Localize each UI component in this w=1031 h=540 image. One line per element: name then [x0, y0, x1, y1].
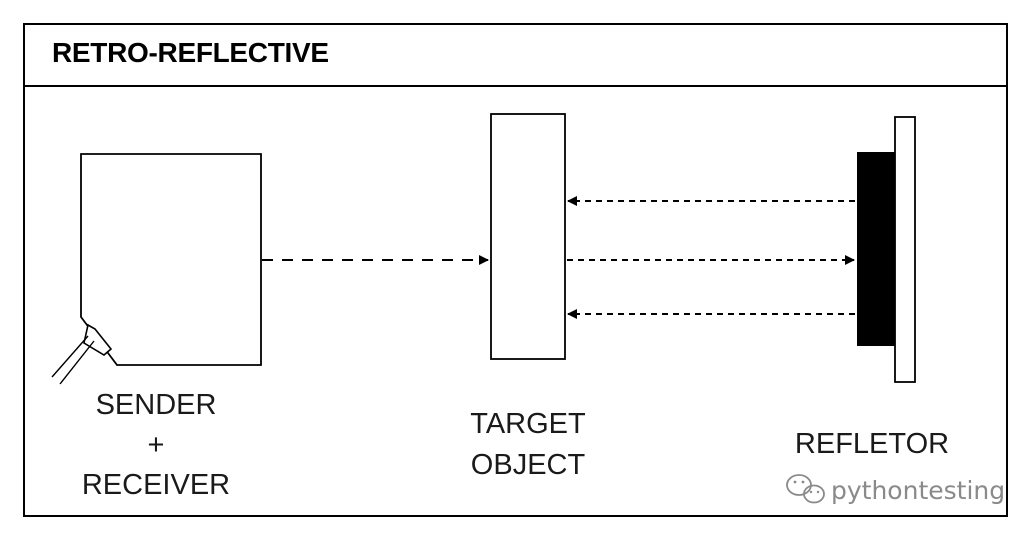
wechat-icon [786, 474, 825, 504]
watermark: pythontesting [786, 474, 1005, 505]
reflector [857, 116, 916, 383]
target-object [490, 113, 566, 360]
sender-label-line3: RECEIVER [82, 469, 230, 501]
watermark-text: pythontesting [831, 476, 1005, 505]
target-label-line1: TARGET [470, 408, 586, 440]
diagram-title: RETRO-REFLECTIVE [52, 37, 329, 68]
sender-receiver-device [51, 153, 262, 385]
reflector-label: REFLETOR [795, 428, 949, 460]
target-label-line2: OBJECT [471, 449, 586, 481]
outer-frame [23, 23, 1008, 517]
sender-label-line1: SENDER [96, 389, 217, 421]
sender-label-line2: + [148, 429, 165, 461]
